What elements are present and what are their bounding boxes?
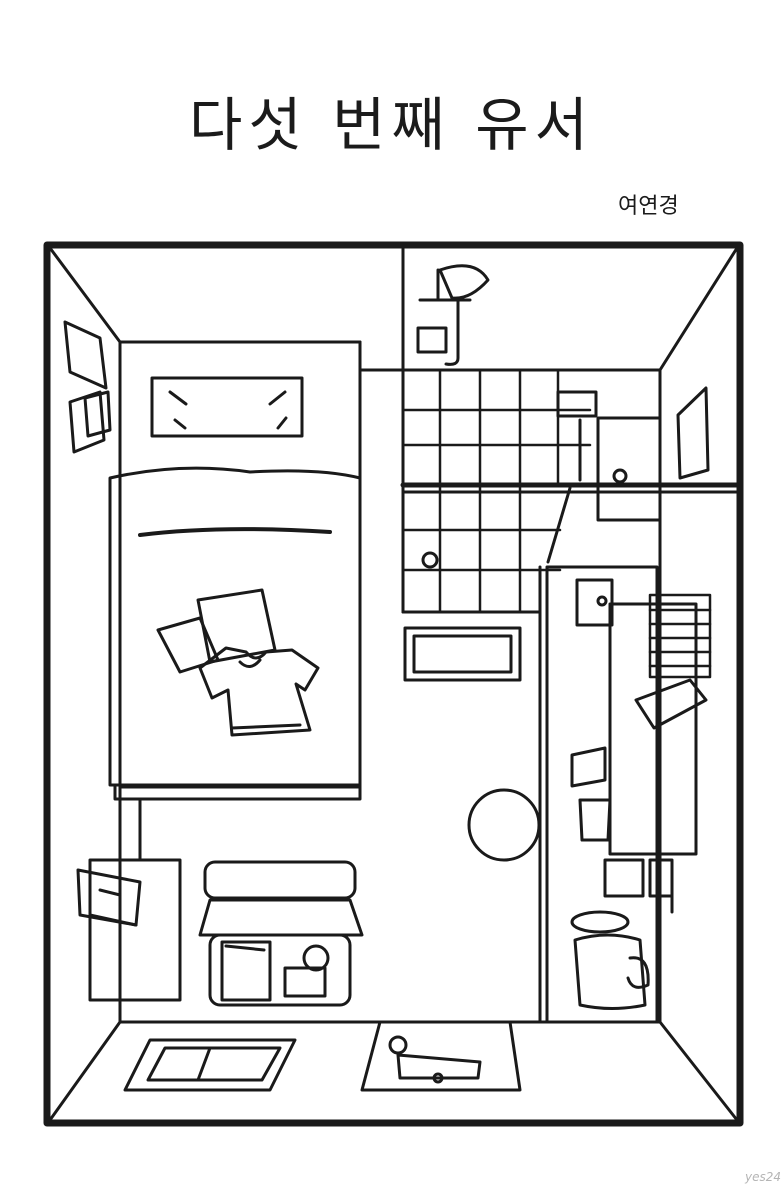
side-shelf — [78, 860, 180, 1000]
author-name: 여연경 — [618, 194, 679, 219]
round-stool — [469, 790, 539, 860]
bed — [110, 342, 360, 860]
book-title: 다섯 번째 유서 — [188, 91, 595, 159]
desk — [540, 567, 710, 1022]
open-suitcase — [200, 862, 362, 1005]
watermark: yes24 — [745, 1170, 782, 1184]
clothes-pile — [158, 590, 318, 735]
bath-mat — [405, 628, 520, 680]
floor-rugs — [125, 1022, 520, 1090]
wall-pictures — [65, 322, 110, 452]
room-frame — [47, 245, 740, 1123]
bathroom — [403, 248, 737, 612]
